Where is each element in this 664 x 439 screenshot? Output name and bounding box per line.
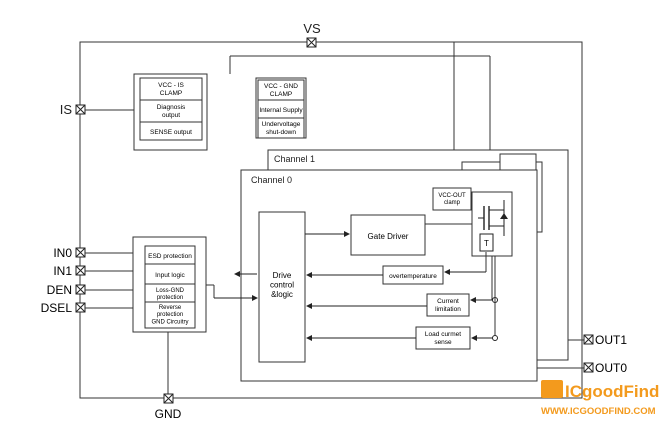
vs-pin: VS bbox=[303, 21, 321, 48]
dsel-pin: DSEL bbox=[41, 301, 133, 315]
den-label: DEN bbox=[47, 283, 72, 297]
watermark-brand: ICgoodFind bbox=[565, 382, 659, 401]
input-logic-text: Input logic bbox=[155, 272, 185, 279]
gnd-pin: GND bbox=[155, 393, 182, 421]
out1-label: OUT1 bbox=[595, 333, 627, 347]
out0-pin: OUT0 bbox=[583, 361, 627, 375]
watermark-logo-icon bbox=[541, 380, 563, 398]
gnd-label: GND bbox=[155, 407, 182, 421]
in1-pin: IN1 bbox=[53, 264, 133, 278]
overtemperature-text: overtemperature bbox=[389, 273, 437, 280]
vcc-out-clamp-block bbox=[432, 187, 472, 211]
is-label: IS bbox=[60, 102, 73, 117]
vs-label: VS bbox=[303, 21, 321, 36]
chip-outline bbox=[79, 41, 583, 399]
gate-driver-block bbox=[350, 214, 426, 256]
watermark-url: WWW.ICGOODFIND.COM bbox=[541, 406, 656, 417]
out1-pin: OUT1 bbox=[583, 333, 627, 347]
esd-protection-text: ESD protection bbox=[148, 253, 192, 260]
channel0-label: Channel 0 bbox=[251, 175, 292, 185]
in0-label: IN0 bbox=[53, 246, 72, 260]
out0-label: OUT0 bbox=[595, 361, 627, 375]
channel1-label: Channel 1 bbox=[274, 154, 315, 164]
watermark: ICgoodFind WWW.ICGOODFIND.COM bbox=[541, 380, 659, 417]
in1-label: IN1 bbox=[53, 264, 72, 278]
drive-control-block bbox=[258, 211, 306, 363]
in0-pin: IN0 bbox=[53, 246, 133, 260]
temp-sensor-text: T bbox=[484, 239, 489, 248]
den-pin: DEN bbox=[47, 283, 133, 297]
temp-sensor bbox=[479, 233, 494, 252]
sense-output-text: SENSE output bbox=[150, 129, 192, 136]
internal-supply-text: Internal Supply bbox=[259, 107, 303, 114]
gate-driver-text: Gate Driver bbox=[368, 232, 409, 241]
current-limitation-block bbox=[426, 293, 470, 317]
is-pin: IS bbox=[60, 102, 86, 117]
dsel-label: DSEL bbox=[41, 301, 73, 315]
